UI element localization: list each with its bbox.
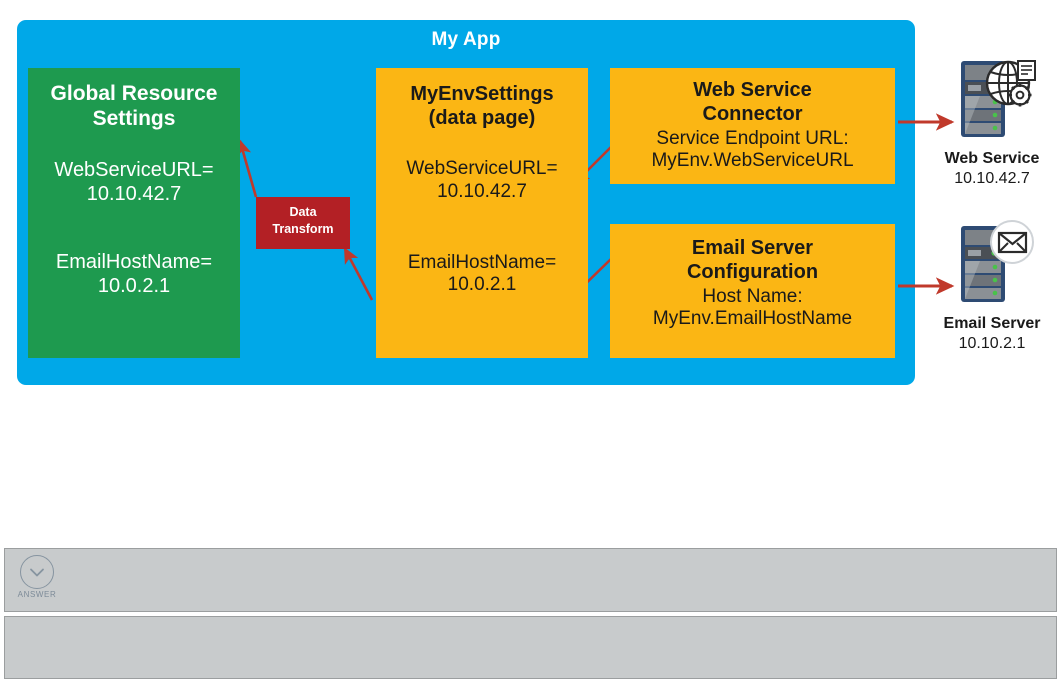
node-esc-title: Email Server Configuration	[610, 236, 895, 284]
device-web-service-label: Web Service	[944, 150, 1040, 167]
node-global-title-line2: Settings	[92, 106, 176, 130]
device-web-service-address: 10.10.42.7	[954, 170, 1030, 187]
node-esc-title-line2: Configuration	[686, 261, 819, 283]
node-env-title-line1: MyEnvSettings	[410, 83, 554, 105]
node-env-title: MyEnvSettings (data page)	[376, 82, 588, 130]
node-esc-subtext: Host Name: MyEnv.EmailHostName	[610, 286, 895, 331]
node-data-transform[interactable]: Data Transform	[256, 197, 350, 249]
answer-toggle-label: ANSWER	[17, 590, 57, 599]
answer-body-panel	[4, 616, 1057, 679]
node-global-title-line1: Global Resource	[50, 82, 218, 105]
node-env-setting-2: EmailHostName= 10.0.2.1	[376, 252, 588, 298]
node-wsc-title-line2: Connector	[702, 103, 803, 125]
node-myenvsettings[interactable]: MyEnvSettings (data page) WebServiceURL=…	[376, 68, 588, 358]
node-wsc-title-line1: Web Service	[693, 79, 812, 101]
node-global-resource-settings[interactable]: Global Resource Settings WebServiceURL= …	[28, 68, 240, 358]
node-env-setting-2-key: EmailHostName=	[407, 251, 557, 273]
node-esc-sub-line2: MyEnv.EmailHostName	[652, 308, 853, 330]
app-title: My App	[431, 29, 501, 50]
device-email-server-label: Email Server	[943, 315, 1041, 332]
node-wsc-title: Web Service Connector	[610, 78, 895, 126]
device-email-server-address: 10.10.2.1	[958, 335, 1026, 352]
node-global-setting-1-key: WebServiceURL=	[54, 158, 214, 181]
architecture-diagram: My App Global Resource Se	[17, 20, 1062, 385]
arrow-env-to-transform	[343, 247, 374, 301]
node-global-setting-1-value: 10.10.42.7	[86, 182, 182, 205]
answer-header-panel: ANSWER	[4, 548, 1057, 612]
node-email-server-configuration[interactable]: Email Server Configuration Host Name: My…	[610, 224, 895, 358]
answer-body-text	[5, 617, 1056, 637]
node-esc-title-line1: Email Server	[691, 237, 814, 259]
device-email-server: Email Server 10.10.2.1	[922, 220, 1062, 354]
email-server-icon	[944, 220, 1040, 312]
chevron-down-icon[interactable]	[20, 555, 54, 589]
node-dt-label-line2: Transform	[272, 221, 334, 236]
web-service-server-icon	[944, 55, 1040, 147]
answer-toggle-button[interactable]: ANSWER	[14, 555, 60, 599]
node-global-setting-2-key: EmailHostName=	[55, 250, 213, 273]
node-wsc-sub-line1: Service Endpoint URL:	[656, 128, 849, 149]
node-global-title: Global Resource Settings	[28, 82, 240, 132]
device-web-service: Web Service 10.10.42.7	[922, 55, 1062, 189]
node-wsc-sub-line2: MyEnv.WebServiceURL	[651, 150, 854, 172]
node-global-setting-2: EmailHostName= 10.0.2.1	[28, 250, 240, 298]
node-dt-label-line1: Data	[289, 205, 317, 219]
node-env-setting-2-value: 10.0.2.1	[447, 274, 517, 296]
node-env-setting-1: WebServiceURL= 10.10.42.7	[376, 158, 588, 204]
node-env-setting-1-value: 10.10.42.7	[437, 180, 527, 202]
node-esc-sub-line1: Host Name:	[702, 286, 803, 307]
node-web-service-connector[interactable]: Web Service Connector Service Endpoint U…	[610, 68, 895, 184]
node-env-setting-1-key: WebServiceURL=	[406, 158, 558, 179]
node-wsc-subtext: Service Endpoint URL: MyEnv.WebServiceUR…	[610, 128, 895, 173]
node-global-setting-1: WebServiceURL= 10.10.42.7	[28, 158, 240, 206]
node-env-title-line2: (data page)	[428, 107, 536, 129]
arrow-transform-to-global	[236, 139, 258, 198]
node-global-setting-2-value: 10.0.2.1	[97, 274, 171, 297]
